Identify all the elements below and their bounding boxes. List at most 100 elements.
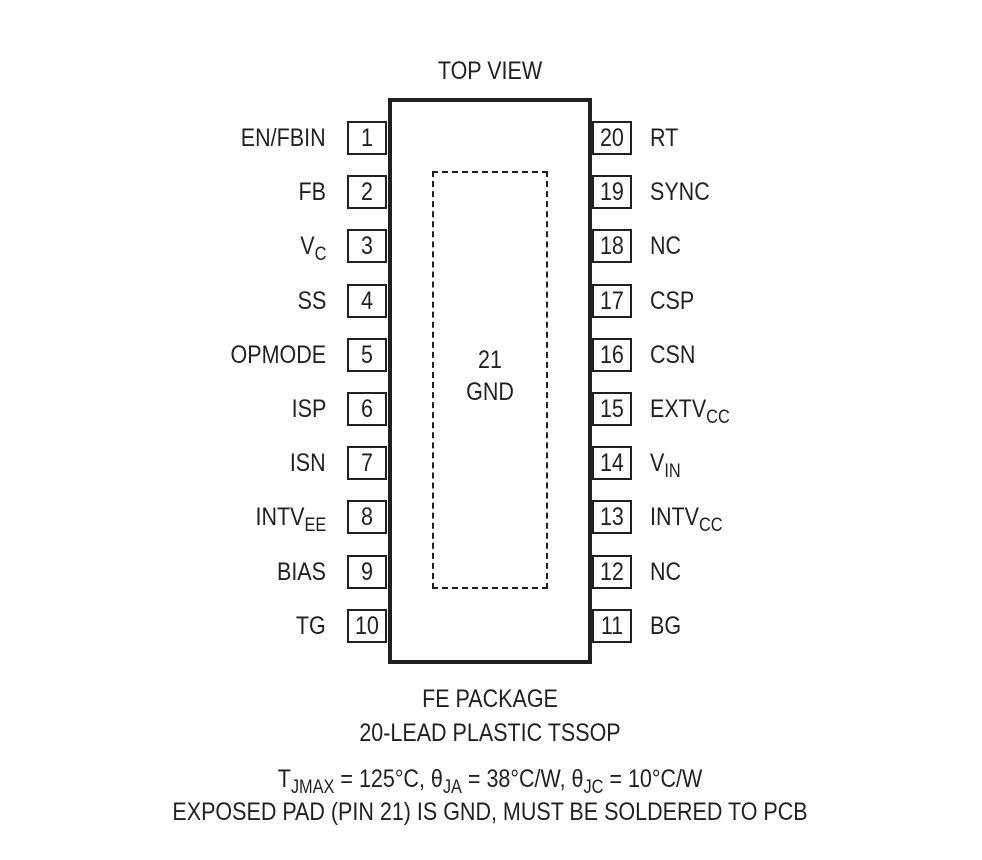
package-name: FE PACKAGE bbox=[422, 685, 558, 713]
pin-5-box: 5 bbox=[347, 338, 387, 372]
pin-3-subscript: C bbox=[314, 244, 326, 265]
pin-8-label: INTVEE bbox=[255, 500, 326, 536]
pin-6-name: ISP bbox=[291, 395, 326, 423]
pin-16-box: 16 bbox=[592, 338, 632, 372]
pin-13-box: 13 bbox=[592, 500, 632, 534]
pin-14-subscript: IN bbox=[664, 461, 681, 482]
pin-18-label: NC bbox=[650, 229, 681, 263]
pin-12-box: 12 bbox=[592, 555, 632, 589]
pin-3-box: 3 bbox=[347, 229, 387, 263]
pin-10-name: TG bbox=[296, 612, 326, 640]
pin-18-box: 18 bbox=[592, 229, 632, 263]
pin-3-label: VC bbox=[299, 229, 326, 265]
pin-20-number: 20 bbox=[600, 124, 624, 152]
pin-1-box: 1 bbox=[347, 121, 387, 155]
pin-1-number: 1 bbox=[361, 124, 373, 152]
pin-19-number: 19 bbox=[600, 178, 624, 206]
pin-10-number: 10 bbox=[355, 612, 379, 640]
pin-9-label: BIAS bbox=[277, 555, 326, 589]
pin-17-number: 17 bbox=[600, 287, 624, 315]
pin-7-name: ISN bbox=[290, 449, 326, 477]
pin-14-label: VIN bbox=[650, 446, 681, 482]
pin-16-number: 16 bbox=[600, 341, 624, 369]
pin-2-label: FB bbox=[299, 175, 326, 209]
pin-3-number: 3 bbox=[361, 232, 373, 260]
chip-body bbox=[388, 98, 592, 664]
tjmax-value: = 125°C, bbox=[334, 765, 431, 793]
pin-5-name: OPMODE bbox=[230, 341, 326, 369]
pin-11-name: BG bbox=[650, 612, 682, 640]
pin-15-label: EXTVCC bbox=[650, 392, 730, 428]
pin-14-number: 14 bbox=[600, 449, 624, 477]
pin-9-name: BIAS bbox=[276, 558, 326, 586]
pin-16-name: CSN bbox=[650, 341, 696, 369]
theta-ja-value: = 38°C/W, bbox=[461, 765, 572, 793]
pin-17-name: CSP bbox=[650, 287, 695, 315]
pin-17-box: 17 bbox=[592, 284, 632, 318]
pin-7-box: 7 bbox=[347, 446, 387, 480]
pin-6-label: ISP bbox=[291, 392, 326, 426]
theta-jc-symbol: θ bbox=[571, 765, 584, 793]
pin-11-number: 11 bbox=[600, 612, 624, 640]
pin-2-name: FB bbox=[298, 178, 326, 206]
pin-1-label: EN/FBIN bbox=[241, 121, 326, 155]
exposed-pad-label: 21 GND bbox=[440, 344, 540, 408]
pin-18-number: 18 bbox=[600, 232, 624, 260]
pin-8-box: 8 bbox=[347, 500, 387, 534]
pin-12-label: NC bbox=[650, 555, 681, 589]
pin-13-label: INTVCC bbox=[650, 500, 723, 536]
exposed-pad-note: EXPOSED PAD (PIN 21) IS GND, MUST BE SOL… bbox=[172, 798, 808, 826]
pin-8-name: INTV bbox=[255, 503, 305, 531]
pin-7-number: 7 bbox=[361, 449, 373, 477]
pin-10-label: TG bbox=[296, 609, 326, 643]
pin-14-box: 14 bbox=[592, 446, 632, 480]
pin-19-name: SYNC bbox=[650, 178, 710, 206]
exposed-pad-number: 21 bbox=[478, 346, 502, 374]
pin-8-subscript: EE bbox=[304, 515, 326, 536]
pin-19-label: SYNC bbox=[650, 175, 710, 209]
pin-13-name: INTV bbox=[650, 503, 699, 531]
theta-jc-subscript: JC bbox=[583, 777, 604, 798]
pin-20-box: 20 bbox=[592, 121, 632, 155]
pin-15-name: EXTV bbox=[650, 395, 707, 423]
pin-6-number: 6 bbox=[361, 395, 373, 423]
theta-ja-symbol: θ bbox=[430, 765, 443, 793]
pin-13-subscript: CC bbox=[698, 515, 723, 536]
pin-9-number: 9 bbox=[361, 558, 373, 586]
pin-15-number: 15 bbox=[600, 395, 624, 423]
pin-4-box: 4 bbox=[347, 284, 387, 318]
pin-13-number: 13 bbox=[600, 503, 624, 531]
exposed-pad bbox=[432, 171, 548, 589]
pin-4-number: 4 bbox=[361, 287, 373, 315]
view-title: TOP VIEW bbox=[437, 57, 543, 85]
pin-11-box: 11 bbox=[592, 609, 632, 643]
pin-1-name: EN/FBIN bbox=[241, 124, 326, 152]
pin-11-label: BG bbox=[650, 609, 681, 643]
pin-2-box: 2 bbox=[347, 175, 387, 209]
pin-18-name: NC bbox=[650, 232, 682, 260]
pin-16-label: CSN bbox=[650, 338, 695, 372]
pin-14-name: V bbox=[650, 449, 665, 477]
pin-12-number: 12 bbox=[600, 558, 624, 586]
pin-17-label: CSP bbox=[650, 284, 694, 318]
pin-2-number: 2 bbox=[361, 178, 373, 206]
pin-4-label: SS bbox=[297, 284, 326, 318]
pin-3-name: V bbox=[299, 232, 315, 260]
pin-8-number: 8 bbox=[361, 503, 373, 531]
tjmax-symbol: T bbox=[277, 765, 291, 793]
pin-20-name: RT bbox=[650, 124, 679, 152]
theta-jc-value: = 10°C/W bbox=[603, 765, 703, 793]
pin-6-box: 6 bbox=[347, 392, 387, 426]
package-description: 20-LEAD PLASTIC TSSOP bbox=[359, 719, 621, 747]
pin-10-box: 10 bbox=[347, 609, 387, 643]
exposed-pad-name: GND bbox=[466, 378, 514, 406]
pin-15-subscript: CC bbox=[706, 407, 730, 428]
pin-9-box: 9 bbox=[347, 555, 387, 589]
pin-15-box: 15 bbox=[592, 392, 632, 426]
theta-ja-subscript: JA bbox=[442, 777, 462, 798]
pin-4-name: SS bbox=[297, 287, 326, 315]
thermal-specs: TJMAX = 125°C, θJA = 38°C/W, θJC = 10°C/… bbox=[146, 764, 834, 797]
pin-7-label: ISN bbox=[290, 446, 326, 480]
pin-5-label: OPMODE bbox=[230, 338, 326, 372]
pin-19-box: 19 bbox=[592, 175, 632, 209]
